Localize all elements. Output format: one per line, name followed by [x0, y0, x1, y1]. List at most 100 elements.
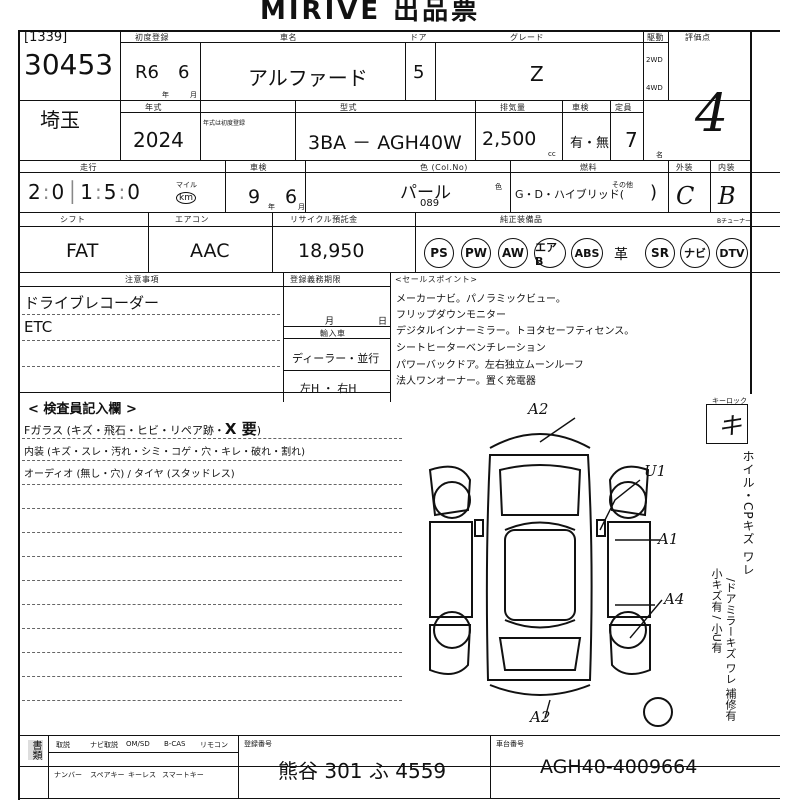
mark-a2-top: A2: [528, 400, 549, 418]
inspector-line-3: オーディオ (無し・穴) / タイヤ (スタッドレス): [24, 469, 235, 480]
tire-front-left: [433, 481, 471, 519]
doc-plate: ナンバー: [54, 771, 82, 779]
doc-bcas: B-CAS: [164, 740, 186, 748]
equipment-label: 純正装備品: [500, 215, 543, 224]
equip-pw: PW: [461, 238, 491, 268]
mark-a4: A4: [664, 590, 685, 608]
fuel-options: G・D・ハイブリッド(: [515, 188, 625, 201]
equip-sr: SR: [645, 238, 675, 268]
model-label: 型式: [340, 103, 357, 112]
import-label: 輸入車: [320, 329, 346, 338]
capacity-label: 定員: [615, 103, 632, 112]
shift-label: シフト: [60, 215, 86, 224]
side-legend-3: /ドアミラーキズ ワレ 補修有: [724, 578, 737, 721]
fuel-close: ): [650, 182, 658, 203]
sales-point-label: <セールスポイント>: [395, 275, 478, 284]
exterior-label: 外装: [676, 163, 693, 172]
tire-rear-left: [433, 611, 471, 649]
mileage-label: 走行: [80, 163, 97, 172]
key-lock-mark: キ: [718, 412, 742, 440]
model-year-value: 2024: [133, 128, 184, 152]
aircon-label: エアコン: [175, 215, 209, 224]
sales-point-5: パワーバックドア。左右独立ムーンルーフ: [396, 360, 584, 371]
rear-bumper: [489, 684, 591, 696]
car-body: [485, 454, 593, 681]
model-code: 3BA － AGH40W: [308, 132, 462, 154]
equip-airbag: エアB: [534, 238, 566, 268]
doors-label: ドア: [410, 33, 427, 42]
inspector-line-1-close: ): [256, 424, 261, 437]
equip-dtv: DTV: [716, 238, 748, 268]
doc-smart-key: スマートキー: [162, 771, 204, 779]
windshield-mark: X 要: [224, 420, 257, 438]
fuel-other: その他: [612, 181, 633, 189]
year-unit: 年: [162, 91, 169, 99]
doc-remote: リモコン: [200, 741, 228, 749]
shaken-year-unit: 年: [268, 203, 275, 211]
mileage-readout: 2:0│1:5:0: [28, 180, 142, 204]
key-lock-label: キーロック: [712, 397, 747, 405]
interior-label: 内装: [718, 163, 735, 172]
color-label: 色 (Col.No): [420, 163, 468, 172]
doc-keyless: キーレス: [128, 771, 156, 779]
shaken-expiry-label: 車検: [250, 163, 267, 172]
first-reg-label: 初度登録: [135, 33, 169, 42]
sales-point-6: 法人ワンオーナー。置く充電器: [396, 376, 536, 387]
mileage-digit-3: 1: [80, 180, 95, 204]
remarks-label: 注意事項: [125, 275, 159, 284]
score-label: 評価点: [685, 33, 711, 42]
shaken-year: 9: [248, 186, 261, 208]
form-title: MIRIVE 出品票: [260, 0, 481, 26]
displacement-value: 2,500: [482, 128, 537, 150]
cc-unit: cc: [548, 150, 556, 158]
doc-navi-manual: ナビ取説: [90, 741, 118, 749]
doc-manual: 取説: [56, 741, 70, 749]
remark-2: ETC: [24, 318, 53, 336]
key-lock-box: [706, 404, 748, 444]
equip-aw: AW: [498, 238, 528, 268]
shift-value: FAT: [66, 240, 99, 262]
shaken-choice: 有・無: [570, 136, 610, 151]
grade-label: グレード: [510, 33, 544, 42]
b-tuner-label: Bチューナー: [717, 218, 752, 225]
spare-tire: [643, 697, 673, 727]
lot-bracket-number: [1339]: [24, 30, 68, 45]
prefecture: 埼玉: [40, 108, 80, 132]
interior-grade: B: [718, 182, 736, 210]
import-dealer-parallel: ディーラー・並行: [292, 352, 380, 365]
docs-vertical-label: 書類: [28, 740, 43, 760]
km-unit: km: [176, 192, 196, 204]
score-value: 4: [695, 84, 729, 144]
car-damage-diagram: [428, 417, 673, 727]
aircon-value: AAC: [190, 240, 230, 262]
vehicle-name: アルファード: [248, 66, 368, 90]
model-year-note: 年式は初度登録: [203, 120, 246, 127]
reg-month: 6: [178, 62, 190, 83]
mileage-digit-2: 0: [51, 180, 67, 204]
equip-navi: ナビ: [680, 238, 710, 268]
mark-a1: A1: [658, 530, 679, 548]
side-legend-2: 小キズ有 / 小U有: [710, 568, 723, 653]
displacement-label: 排気量: [500, 103, 526, 112]
exterior-grade: C: [676, 182, 695, 210]
mileage-digit-4: 5: [103, 180, 119, 204]
vehicle-name-label: 車名: [280, 33, 297, 42]
era-year: R6: [135, 62, 159, 83]
inspector-line-1: Fガラス (キズ・飛石・ヒビ・リペア跡・X 要): [24, 418, 261, 439]
plate-number: 熊谷 301 ふ 4559: [278, 759, 447, 783]
remark-1: ドライブレコーダー: [24, 294, 160, 312]
color-unit: 色: [495, 183, 502, 191]
inspector-line-1-label: Fガラス (キズ・飛石・ヒビ・リペア跡・: [24, 424, 225, 437]
month-unit: 月: [190, 91, 197, 99]
shaken-label: 車検: [572, 103, 589, 112]
chassis-label: 車台番号: [496, 740, 524, 748]
equip-ps: PS: [424, 238, 454, 268]
inspector-line-2: 内装 (キズ・スレ・汚れ・シミ・コゲ・穴・キレ・破れ・割れ): [24, 447, 305, 458]
reg-expiry-label: 登録義務期限: [290, 275, 341, 284]
shaken-month: 6: [285, 186, 298, 208]
sales-point-2: フリップダウンモニター: [396, 310, 506, 321]
sales-point-3: デジタルインナーミラー。トヨタセーフティセンス。: [396, 326, 635, 337]
drive-4wd: 4WD: [646, 84, 663, 92]
drive-2wd: 2WD: [646, 56, 663, 64]
capacity-value: 7: [625, 128, 638, 152]
